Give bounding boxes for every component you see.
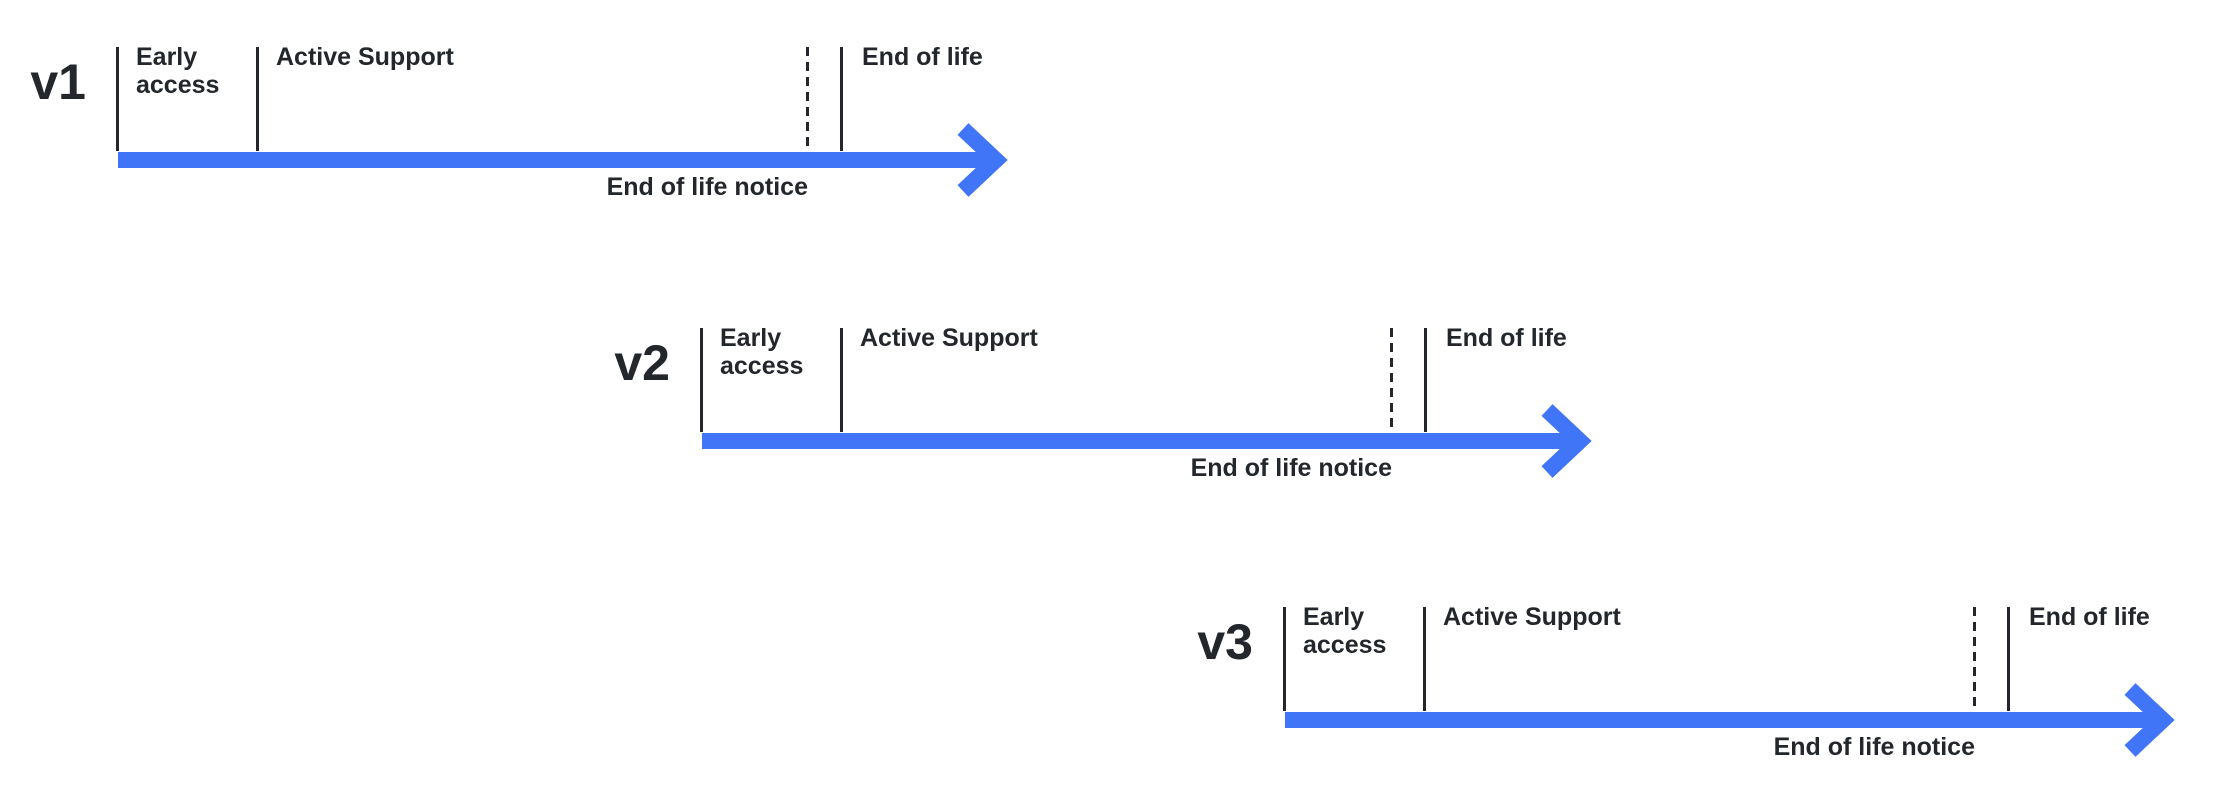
active-support-start-tick	[1423, 607, 1426, 711]
early-access-label: Early access	[136, 43, 220, 99]
version-label-v2: v2	[614, 335, 670, 391]
active-support-label: Active Support	[860, 324, 1038, 352]
timeline-row-v1: v1 Early access Active Support End of li…	[30, 43, 1158, 217]
active-support-start-tick	[256, 47, 259, 151]
end-of-life-tick	[1424, 328, 1427, 432]
timeline-row-v3: v3 Early access Active Support End of li…	[1197, 603, 2228, 777]
active-support-label: Active Support	[276, 43, 454, 71]
active-support-start-tick	[840, 328, 843, 432]
early-access-start-tick	[700, 328, 703, 432]
early-access-label: Early access	[720, 324, 804, 380]
version-label-v3: v3	[1197, 614, 1253, 670]
eol-notice-dashed-line	[1390, 328, 1393, 432]
end-of-life-tick	[840, 47, 843, 151]
end-of-life-tick	[2007, 607, 2010, 711]
timeline-arrow-icon	[118, 123, 1008, 197]
end-of-life-notice-label: End of life notice	[1190, 454, 1392, 482]
timeline-arrow-icon	[702, 404, 1592, 478]
early-access-start-tick	[1283, 607, 1286, 711]
eol-notice-dashed-line	[1973, 607, 1976, 711]
end-of-life-label: End of life	[2029, 603, 2150, 631]
eol-notice-dashed-line	[806, 47, 809, 151]
end-of-life-label: End of life	[862, 43, 983, 71]
timeline-row-v2: v2 Early access Active Support End of li…	[614, 324, 1742, 498]
early-access-label: Early access	[1303, 603, 1387, 659]
timeline-arrow-icon	[1285, 683, 2175, 757]
end-of-life-notice-label: End of life notice	[1773, 733, 1975, 761]
early-access-start-tick	[116, 47, 119, 151]
version-label-v1: v1	[30, 54, 86, 110]
end-of-life-notice-label: End of life notice	[606, 173, 808, 201]
end-of-life-label: End of life	[1446, 324, 1567, 352]
active-support-label: Active Support	[1443, 603, 1621, 631]
